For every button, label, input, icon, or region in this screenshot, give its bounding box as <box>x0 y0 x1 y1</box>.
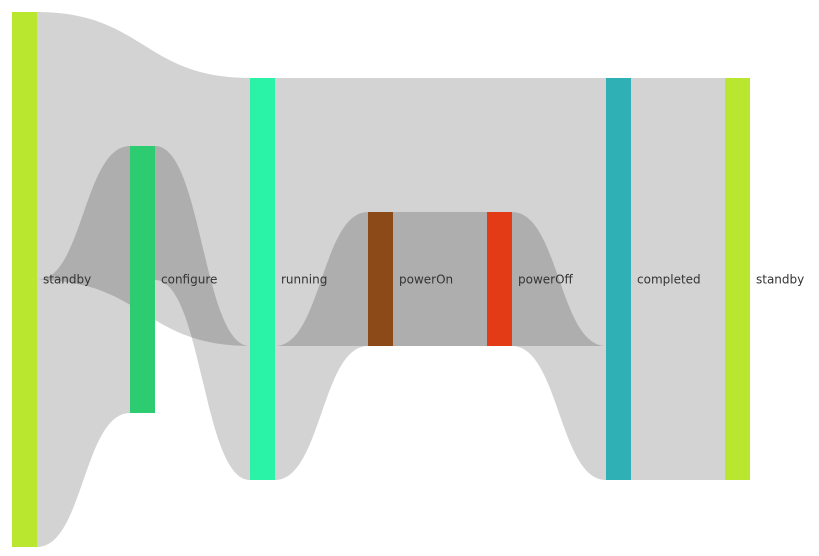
node-label-completed: completed <box>637 273 701 287</box>
node-completed[interactable] <box>606 78 631 480</box>
node-standby_start[interactable] <box>12 12 37 547</box>
node-label-powerOff: powerOff <box>518 273 574 287</box>
node-configure[interactable] <box>130 146 155 413</box>
node-label-standby_start: standby <box>43 273 91 287</box>
node-powerOff[interactable] <box>487 212 512 346</box>
link-running-to-powerOn[interactable] <box>275 212 368 480</box>
link-powerOff-to-completed[interactable] <box>512 212 606 480</box>
node-standby_end[interactable] <box>725 78 750 480</box>
link-standby_start-to-configure[interactable] <box>37 146 130 547</box>
node-label-running: running <box>281 273 327 287</box>
link-powerOn-to-powerOff[interactable] <box>393 212 487 346</box>
nodes-layer: standby configure running powerOn powerOff co… <box>12 12 804 547</box>
node-powerOn[interactable] <box>368 212 393 346</box>
node-label-standby_end: standby <box>756 273 804 287</box>
link-running-to-completed[interactable] <box>275 78 606 346</box>
links-layer <box>37 12 725 547</box>
node-running[interactable] <box>250 78 275 480</box>
link-completed-to-standby_end[interactable] <box>631 78 725 480</box>
node-label-configure: configure <box>161 273 217 287</box>
link-configure-to-running[interactable] <box>155 146 250 480</box>
node-label-powerOn: powerOn <box>399 273 453 287</box>
